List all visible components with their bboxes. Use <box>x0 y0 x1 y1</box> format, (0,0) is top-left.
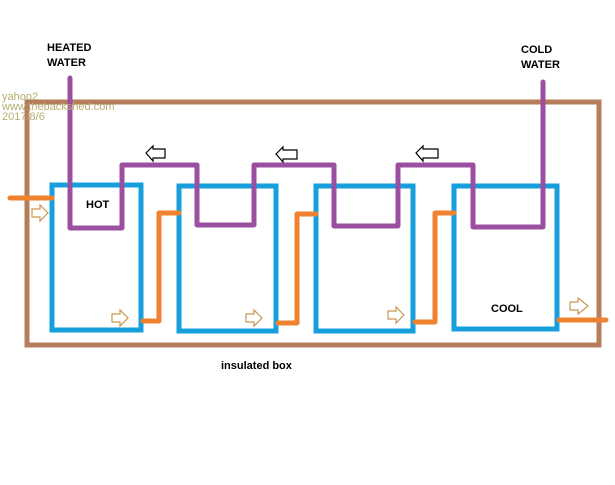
tank-4 <box>451 183 560 332</box>
cold-water-label-line2: WATER <box>521 59 560 71</box>
flow-arrow-right-icon <box>245 308 263 328</box>
flow-pipe-2-3 <box>275 211 319 326</box>
tank-3 <box>313 183 416 334</box>
watermark-author: yahoo2 <box>2 91 39 103</box>
flow-arrow-right-icon <box>31 203 49 223</box>
tanks <box>49 182 560 334</box>
watermark-date: 2017/8/6 <box>2 111 45 123</box>
cold-water-label: COLD WATER <box>521 43 560 73</box>
heated-water-label-line1: HEATED <box>47 42 92 54</box>
tank-1 <box>49 182 144 333</box>
heated-water-label-line2: WATER <box>47 57 86 69</box>
heated-water-label: HEATED WATER <box>47 41 91 71</box>
flow-arrow-right-icon <box>387 305 405 325</box>
water-arrow-left-icon <box>415 144 439 163</box>
flow-arrow-right-icon <box>569 296 589 316</box>
cool-label: COOL <box>491 303 523 315</box>
flow-pipes <box>7 195 609 326</box>
flow-pipe-3-4 <box>412 210 457 325</box>
flow-pipe-1-2 <box>140 210 182 324</box>
water-pipe <box>67 75 546 231</box>
insulated-box <box>24 99 602 348</box>
insulated-box-label: insulated box <box>221 360 292 372</box>
water-arrow-left-icon <box>145 144 166 163</box>
cold-water-label-line1: COLD <box>521 44 553 56</box>
hot-label: HOT <box>86 199 110 211</box>
fluid-flow-arrows <box>31 203 589 328</box>
water-arrow-left-icon <box>275 145 298 164</box>
flow-arrow-right-icon <box>111 308 129 328</box>
tank-2 <box>176 183 279 334</box>
watermark: yahoo2 www.thebackshed.com 2017/8/6 <box>2 91 115 123</box>
watermark-site: www.thebackshed.com <box>2 101 115 113</box>
water-flow-arrows <box>145 144 439 164</box>
